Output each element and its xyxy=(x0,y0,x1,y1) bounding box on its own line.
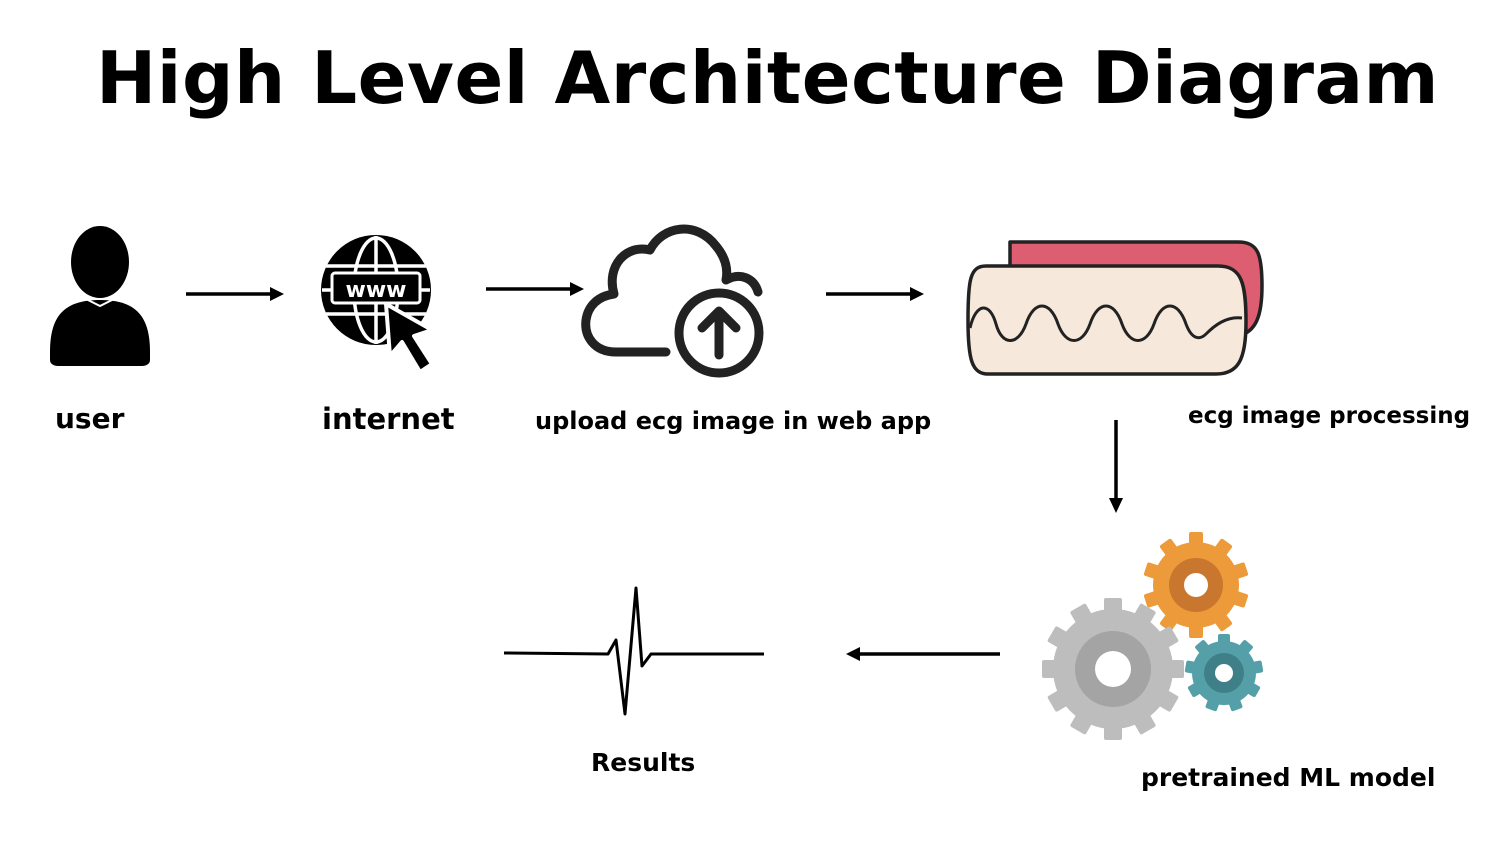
model-label: pretrained ML model xyxy=(1141,763,1436,792)
ecg-strip-front xyxy=(966,264,1248,376)
arrow-internet-to-upload xyxy=(486,282,584,296)
ecg-waveform-icon xyxy=(503,586,764,716)
arrow-upload-to-processing xyxy=(826,287,924,301)
cloud-upload-icon xyxy=(581,224,764,378)
gear-gray xyxy=(1042,598,1184,740)
arrow-user-to-internet xyxy=(186,287,284,301)
processing-label: ecg image processing xyxy=(1188,403,1471,429)
gear-orange xyxy=(1143,532,1249,638)
results-label: Results xyxy=(591,748,696,777)
www-text: www xyxy=(346,278,407,303)
gear-teal xyxy=(1184,634,1264,712)
user-icon xyxy=(50,226,150,366)
gears-icon xyxy=(1042,532,1264,740)
page-title: High Level Architecture Diagram xyxy=(96,36,1440,120)
internet-label: internet xyxy=(322,402,455,436)
arrow-processing-to-model xyxy=(1109,420,1123,513)
globe-www-cursor-icon: www xyxy=(321,235,434,374)
arrow-model-to-results xyxy=(846,647,1000,661)
ecg-strip-icon xyxy=(966,240,1264,376)
upload-label: upload ecg image in web app xyxy=(535,407,932,435)
user-label: user xyxy=(55,402,125,435)
